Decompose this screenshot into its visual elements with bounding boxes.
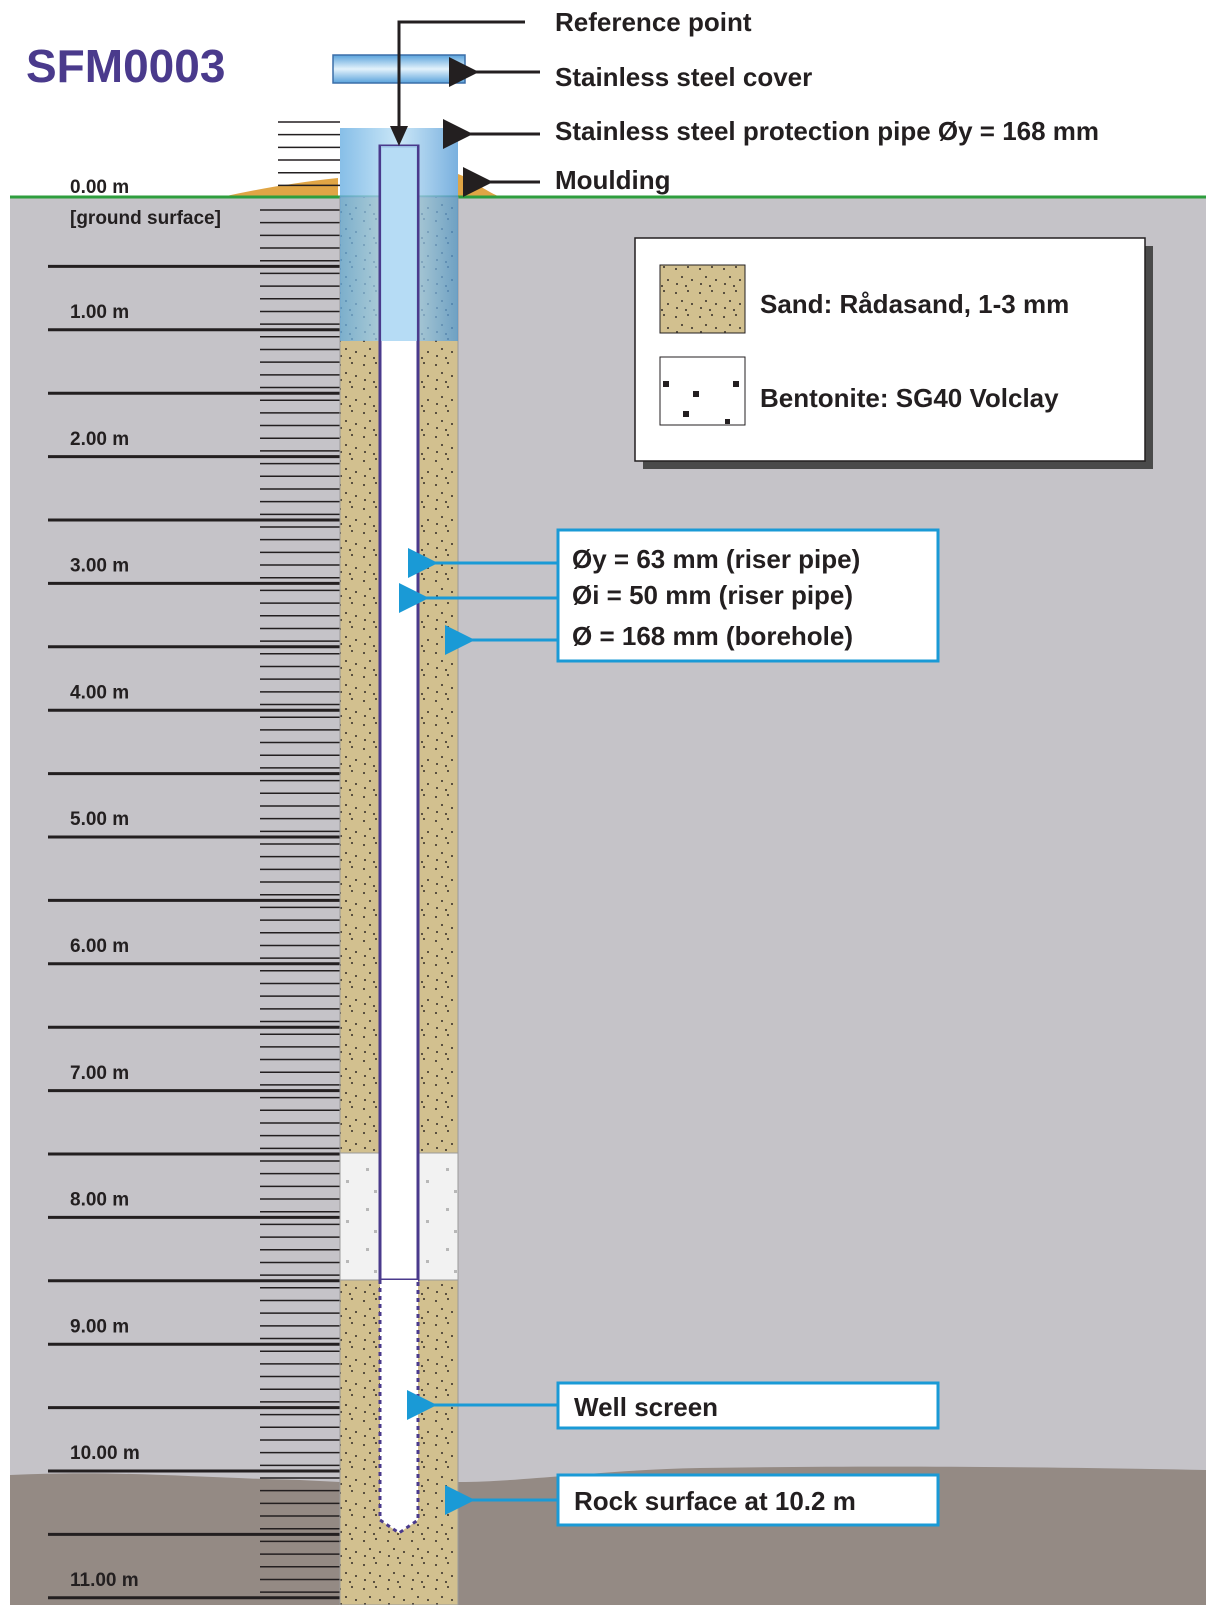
reference-point-leader — [397, 20, 525, 126]
moulding-label: Moulding — [555, 165, 671, 195]
cover-label: Stainless steel cover — [555, 62, 812, 92]
moulding-mound-right — [458, 174, 500, 197]
well-screen-callout-box — [556, 1381, 940, 1430]
legend-bentonite-dot — [725, 419, 730, 424]
legend-bentonite-label: Bentonite: SG40 Volclay — [760, 383, 1059, 413]
reference-point-label: Reference point — [555, 7, 752, 37]
well-screen — [378, 1280, 420, 1535]
protection-pipe-label: Stainless steel protection pipe Øy = 168… — [555, 116, 1099, 146]
rock-surface-label: Rock surface at 10.2 m — [574, 1486, 856, 1516]
legend-sand-label: Sand: Rådasand, 1-3 mm — [760, 289, 1069, 319]
legend-bentonite-dot — [663, 381, 669, 387]
borehole-diameter-label: Ø = 168 mm (borehole) — [572, 621, 853, 651]
rock-surface-callout-box — [556, 1473, 940, 1527]
depth-label: 6.00 m — [70, 936, 129, 957]
ground-surface-label: [ground surface] — [70, 208, 221, 229]
depth-label: 1.00 m — [70, 302, 129, 323]
dimensions-callout-box — [556, 528, 940, 663]
well-id-title: SFM0003 — [26, 40, 225, 92]
depth-ruler: 1.00 m 2.00 m 3.00 m 4.00 m 5.00 m 6.00 m 7.00… — [48, 121, 340, 1600]
moulding-mound — [222, 178, 338, 197]
depth-label: 4.00 m — [70, 682, 129, 703]
legend-bentonite-dot — [693, 391, 699, 397]
depth-label: 10.00 m — [70, 1443, 140, 1464]
inner-diameter-label: Øi = 50 mm (riser pipe) — [572, 580, 853, 610]
depth-label: 8.00 m — [70, 1190, 129, 1211]
depth-label: 7.00 m — [70, 1063, 129, 1084]
legend-bentonite-swatch — [659, 356, 746, 426]
depth-label: 11.00 m — [70, 1570, 139, 1591]
legend-bentonite-dot — [733, 381, 739, 387]
riser-pipe-top — [381, 146, 417, 341]
well-screen-label: Well screen — [574, 1392, 718, 1422]
depth-label: 3.00 m — [70, 556, 129, 577]
outer-diameter-label: Øy = 63 mm (riser pipe) — [572, 544, 860, 574]
depth-label: 5.00 m — [70, 809, 129, 830]
depth-label: 2.00 m — [70, 429, 129, 450]
depth-label-zero: 0.00 m — [70, 177, 129, 198]
legend-bentonite-dot — [683, 411, 689, 417]
depth-label: 9.00 m — [70, 1316, 129, 1337]
reference-point-arrowhead — [390, 126, 408, 146]
legend-sand-swatch — [659, 264, 746, 334]
